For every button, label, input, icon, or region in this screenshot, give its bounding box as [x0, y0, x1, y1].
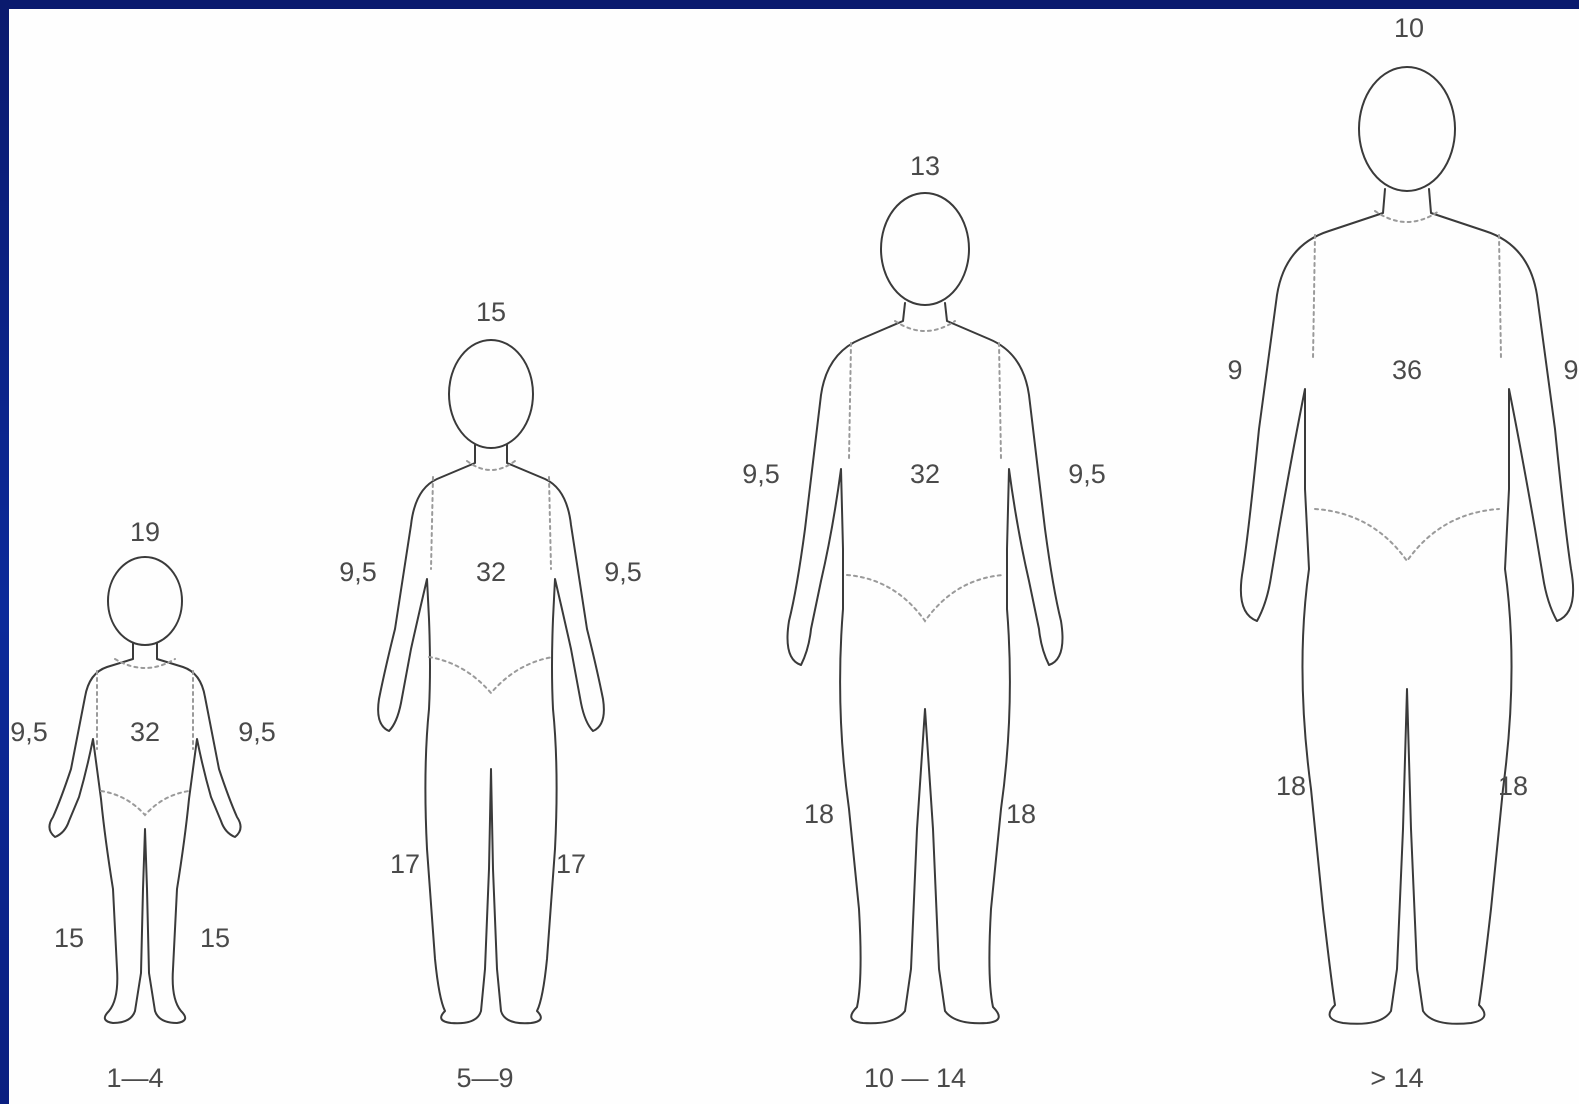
trunk-percent: 32: [476, 557, 506, 587]
right-arm-percent: 9,5: [1068, 459, 1106, 489]
right-arm-percent: 9,5: [238, 717, 276, 747]
figure-age-1-4: 19 32 9,5 9,5 15 15 1—4: [10, 517, 276, 1093]
right-shoulder-boundary: [999, 343, 1001, 459]
diagram-panel: 19 32 9,5 9,5 15 15 1—4 15 32 9,5 9,5 17…: [9, 9, 1579, 1104]
groin-boundary: [1315, 509, 1499, 561]
groin-boundary: [847, 575, 1003, 621]
age-group-label: 10 — 14: [864, 1063, 966, 1093]
figure-outline: [378, 340, 604, 1023]
right-leg-percent: 18: [1498, 771, 1528, 801]
head-percent: 10: [1394, 13, 1424, 43]
age-group-label: > 14: [1370, 1063, 1423, 1093]
left-arm-percent: 9: [1227, 355, 1242, 385]
left-leg-percent: 18: [804, 799, 834, 829]
trunk-percent: 32: [910, 459, 940, 489]
right-arm-percent: 9,5: [604, 557, 642, 587]
age-group-label: 5—9: [456, 1063, 513, 1093]
body-surface-diagram: 19 32 9,5 9,5 15 15 1—4 15 32 9,5 9,5 17…: [9, 9, 1579, 1104]
figure-age-over-14: 10 36 9 9 18 18 > 14: [1227, 13, 1578, 1093]
neck-boundary: [115, 659, 175, 668]
left-shoulder-boundary: [1313, 235, 1315, 359]
right-leg-percent: 18: [1006, 799, 1036, 829]
groin-boundary: [101, 791, 189, 815]
figure-age-10-14: 13 32 9,5 9,5 18 18 10 — 14: [742, 151, 1106, 1093]
left-shoulder-boundary: [849, 343, 851, 459]
right-shoulder-boundary: [549, 477, 551, 569]
left-leg-percent: 15: [54, 923, 84, 953]
left-leg-percent: 17: [390, 849, 420, 879]
groin-boundary: [429, 657, 553, 693]
head-percent: 15: [476, 297, 506, 327]
left-arm-percent: 9,5: [339, 557, 377, 587]
figure-outline: [49, 557, 240, 1023]
age-group-label: 1—4: [106, 1063, 163, 1093]
right-arm-percent: 9: [1563, 355, 1578, 385]
trunk-percent: 32: [130, 717, 160, 747]
trunk-percent: 36: [1392, 355, 1422, 385]
figure-age-5-9: 15 32 9,5 9,5 17 17 5—9: [339, 297, 642, 1093]
right-shoulder-boundary: [1499, 235, 1501, 359]
right-leg-percent: 15: [200, 923, 230, 953]
left-leg-percent: 18: [1276, 771, 1306, 801]
head-percent: 13: [910, 151, 940, 181]
left-arm-percent: 9,5: [10, 717, 48, 747]
left-shoulder-boundary: [431, 477, 433, 569]
left-arm-percent: 9,5: [742, 459, 780, 489]
figure-outline: [788, 193, 1063, 1023]
neck-boundary: [1375, 211, 1439, 222]
neck-boundary: [895, 321, 955, 331]
head-percent: 19: [130, 517, 160, 547]
right-leg-percent: 17: [556, 849, 586, 879]
figure-outline: [1241, 67, 1573, 1024]
